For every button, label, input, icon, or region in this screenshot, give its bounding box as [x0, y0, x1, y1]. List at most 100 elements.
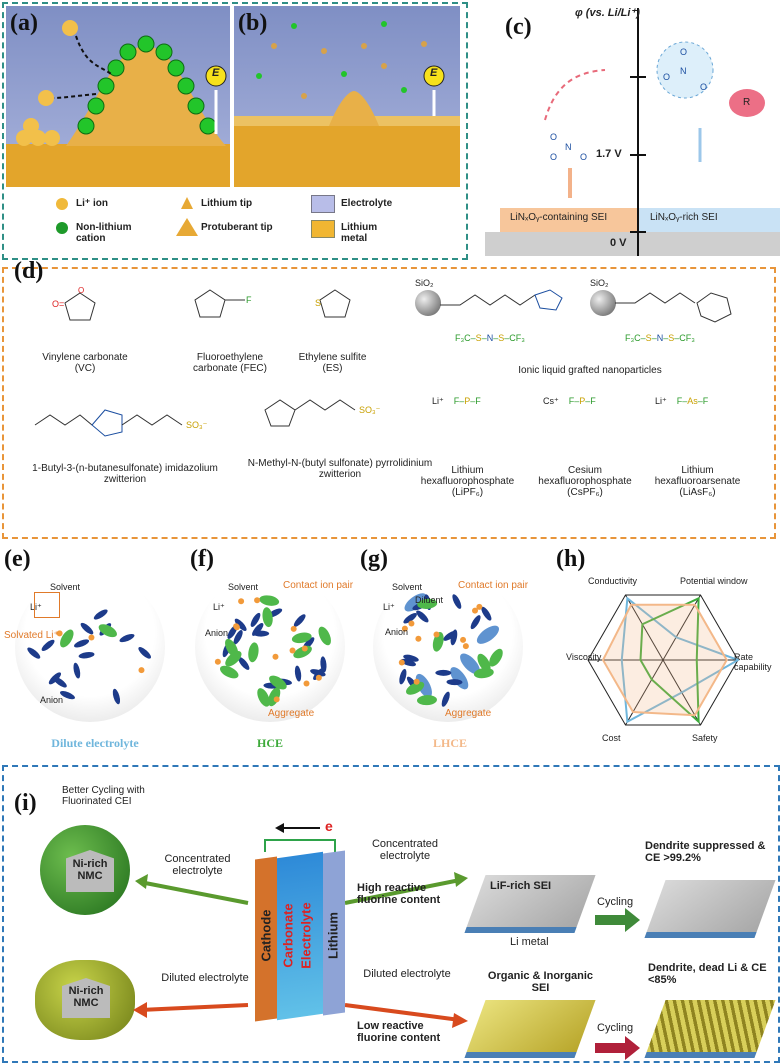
li-ion-particle — [138, 667, 145, 674]
radar-axis-line — [625, 594, 664, 661]
c-sei-left: LiNₓOᵧ-containing SEI — [510, 212, 608, 223]
solvent-particle — [73, 662, 81, 679]
anion-particle — [257, 688, 270, 707]
radar-axis-cost: Cost — [602, 733, 621, 743]
panel-f-label: (f) — [190, 546, 214, 572]
li-ion-particle — [408, 620, 415, 627]
il-chain-1-icon — [440, 289, 580, 320]
legend-li-tip: Lithium tip — [201, 198, 253, 209]
li-ion-particle — [238, 598, 245, 605]
li-metal-swatch — [311, 220, 335, 238]
e-solvent-label: Solvent — [50, 582, 81, 592]
panel-b-illustration — [234, 21, 460, 187]
anion-particle — [291, 632, 312, 644]
molecule-il-nanoparticles: Ionic liquid grafted nanoparticles — [518, 365, 662, 376]
svg-text:O: O — [663, 72, 670, 82]
c-tick-17: 1.7 V — [596, 148, 622, 160]
li-ion-particle — [315, 674, 322, 681]
solvent-particle — [112, 688, 121, 705]
org-sei-slab — [464, 1000, 596, 1058]
solvent-particle — [416, 610, 429, 623]
dendrite-slab — [644, 1000, 776, 1058]
panel-a-image — [6, 6, 230, 187]
g-solvent-label: Solvent — [392, 582, 423, 592]
c-r-label: R — [743, 97, 751, 108]
dil-right-label: Diluted electrolyte — [363, 968, 451, 980]
panel-c-label: (c) — [505, 14, 532, 40]
diluent-particle — [460, 653, 480, 675]
li-ion-particle — [56, 630, 63, 637]
panel-a-label: (a) — [10, 10, 38, 36]
radar-axis-viscosity: Viscosity — [566, 652, 602, 662]
e-solvated-box — [34, 592, 60, 618]
solvent-particle — [250, 612, 261, 627]
c-tick-0: 0 V — [610, 237, 627, 249]
panel-b-image — [234, 6, 460, 187]
solvent-particle — [400, 658, 416, 667]
svg-text:O: O — [550, 132, 557, 142]
radar-axis-potential: Potential window — [680, 576, 748, 586]
org-sei-label: Organic & Inorganic SEI — [487, 970, 594, 994]
tfsi-anion-2-icon: F₃C–S–N–S–CF₃ — [625, 333, 695, 343]
legend-li-metal: Lithium metal — [341, 222, 378, 244]
panel-g-label: (g) — [360, 546, 388, 572]
svg-text:S: S — [315, 298, 321, 308]
nmc-core-bottom — [62, 978, 110, 1018]
molecule-liasf6: Lithium hexafluoroarsenate (LiAsF₆) — [654, 465, 741, 498]
svg-text:N: N — [565, 142, 572, 152]
solvent-particle — [450, 629, 458, 646]
legend-electrolyte: Electrolyte — [341, 198, 393, 209]
f-li-label: Li⁺ — [213, 602, 225, 612]
li-metal-label: Li metal — [510, 936, 549, 948]
solvent-particle — [233, 630, 243, 645]
anion-particle — [248, 642, 259, 663]
solvent-particle — [53, 676, 67, 688]
li-ion-particle — [214, 658, 221, 665]
g-caption: LHCE — [432, 736, 467, 750]
radar-axis-safety: Safety — [692, 733, 718, 743]
panel-a-illustration — [6, 20, 230, 187]
li-ion-particle — [460, 636, 467, 643]
fec-structure-icon: F — [185, 282, 255, 327]
anion-particle — [417, 598, 438, 609]
e-anion-label: Anion — [40, 695, 64, 705]
lithium-tip-icon — [181, 197, 193, 209]
li-ion-particle — [272, 653, 279, 660]
solvent-particle — [399, 668, 407, 685]
solvent-particle — [441, 691, 450, 707]
li-ion-particle — [476, 603, 483, 610]
panel-d-label: (d) — [14, 258, 44, 284]
li-ion-particle — [290, 625, 297, 632]
solvent-particle — [80, 622, 94, 635]
molecule-mbsp: N-Methyl-N-(butyl sulfonate) pyrrolidini… — [247, 458, 433, 480]
solvent-particle — [470, 615, 481, 630]
nanoparticle-1-icon — [415, 290, 441, 316]
g-li-label: Li⁺ — [383, 602, 395, 612]
molecule-lipf6: Lithium hexafluorophosphate (LiPF₆) — [420, 465, 515, 498]
solvent-particle — [138, 647, 151, 659]
cathode-label: Cathode — [258, 909, 274, 962]
f-cip-label: Contact ion pair — [283, 580, 354, 591]
mbsp-structure-icon: SO₃⁻ — [255, 392, 415, 432]
protuberant-tip-icon — [176, 218, 198, 236]
molecule-vc: Vinylene carbonate (VC) — [42, 352, 128, 374]
solvent-particle — [238, 656, 250, 670]
anion-particle — [259, 595, 280, 606]
dendrite-dead-label: Dendrite, dead Li & CE <85% — [648, 962, 767, 986]
solvent-particle — [435, 669, 452, 676]
li-ion-particle — [472, 607, 479, 614]
diluent-particle — [404, 593, 427, 612]
cycling-label-bottom: Cycling — [597, 1022, 634, 1034]
legend-li-ion: Li⁺ ion — [76, 198, 108, 209]
anion-particle — [416, 695, 437, 706]
panel-h-label: (h) — [556, 546, 586, 572]
electrolyte-swatch — [311, 195, 335, 213]
anion-particle — [262, 607, 273, 628]
radar-axis-conductivity: Conductivity — [588, 576, 638, 586]
molecule-es: Ethylene sulfite (ES) — [298, 352, 367, 374]
solvent-particle — [452, 594, 462, 609]
e-li-label: Li⁺ — [30, 602, 42, 612]
c-axis-label: φ (vs. Li/Li⁺) — [575, 7, 640, 19]
li-ion-particle — [401, 625, 408, 632]
